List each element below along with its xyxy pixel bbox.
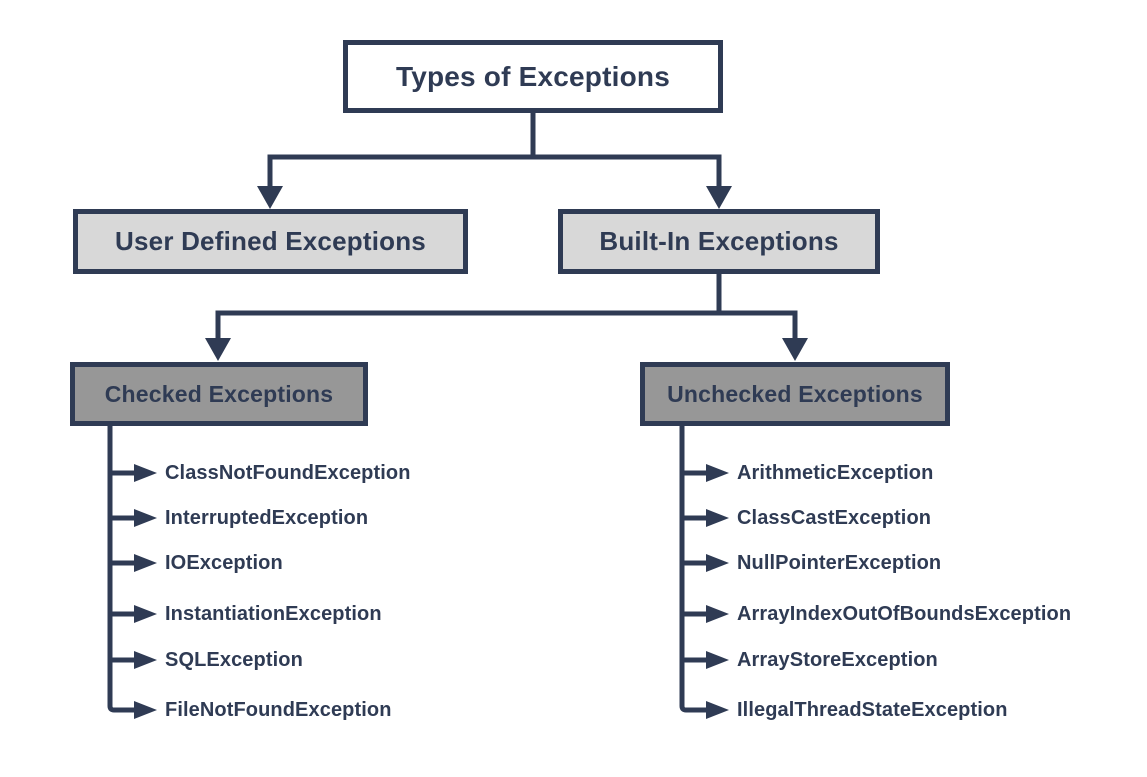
node-checked-exceptions: Checked Exceptions — [70, 362, 368, 426]
list-item: ArrayStoreException — [737, 649, 938, 671]
checked-spine-line — [107, 424, 134, 713]
arrow-down-icon — [782, 338, 808, 361]
node-built-in-exceptions: Built-In Exceptions — [558, 209, 880, 274]
arrow-right-icon — [706, 701, 729, 719]
arrow-down-icon — [706, 186, 732, 209]
list-item: ClassCastException — [737, 507, 932, 529]
arrow-right-icon — [134, 509, 157, 527]
arrow-right-icon — [134, 651, 157, 669]
list-item: SQLException — [165, 649, 303, 671]
arrow-right-icon — [706, 554, 729, 572]
arrow-right-icon — [706, 509, 729, 527]
arrow-down-icon — [205, 338, 231, 361]
list-item: InterruptedException — [165, 507, 369, 529]
arrow-right-icon — [706, 651, 729, 669]
arrow-down-icon — [257, 186, 283, 209]
unchecked-spine-line — [679, 426, 706, 713]
node-types-of-exceptions: Types of Exceptions — [343, 40, 723, 113]
list-item: ArrayIndexOutOfBoundsException — [737, 603, 1072, 625]
list-item: InstantiationException — [165, 603, 382, 625]
list-item: ArithmeticException — [737, 462, 934, 484]
list-item: IOException — [165, 552, 283, 574]
arrow-right-icon — [706, 464, 729, 482]
list-item: ClassNotFoundException — [165, 462, 411, 484]
list-item: FileNotFoundException — [165, 699, 392, 721]
list-item: IllegalThreadStateException — [737, 699, 1008, 721]
arrow-right-icon — [134, 701, 157, 719]
node-user-defined-exceptions: User Defined Exceptions — [73, 209, 468, 274]
arrow-right-icon — [706, 605, 729, 623]
arrow-right-icon — [134, 605, 157, 623]
level3-connector-line — [215, 310, 798, 340]
node-unchecked-exceptions: Unchecked Exceptions — [640, 362, 950, 426]
level2-connector-line — [267, 154, 722, 188]
list-item: NullPointerException — [737, 552, 942, 574]
arrow-right-icon — [134, 554, 157, 572]
arrow-right-icon — [134, 464, 157, 482]
